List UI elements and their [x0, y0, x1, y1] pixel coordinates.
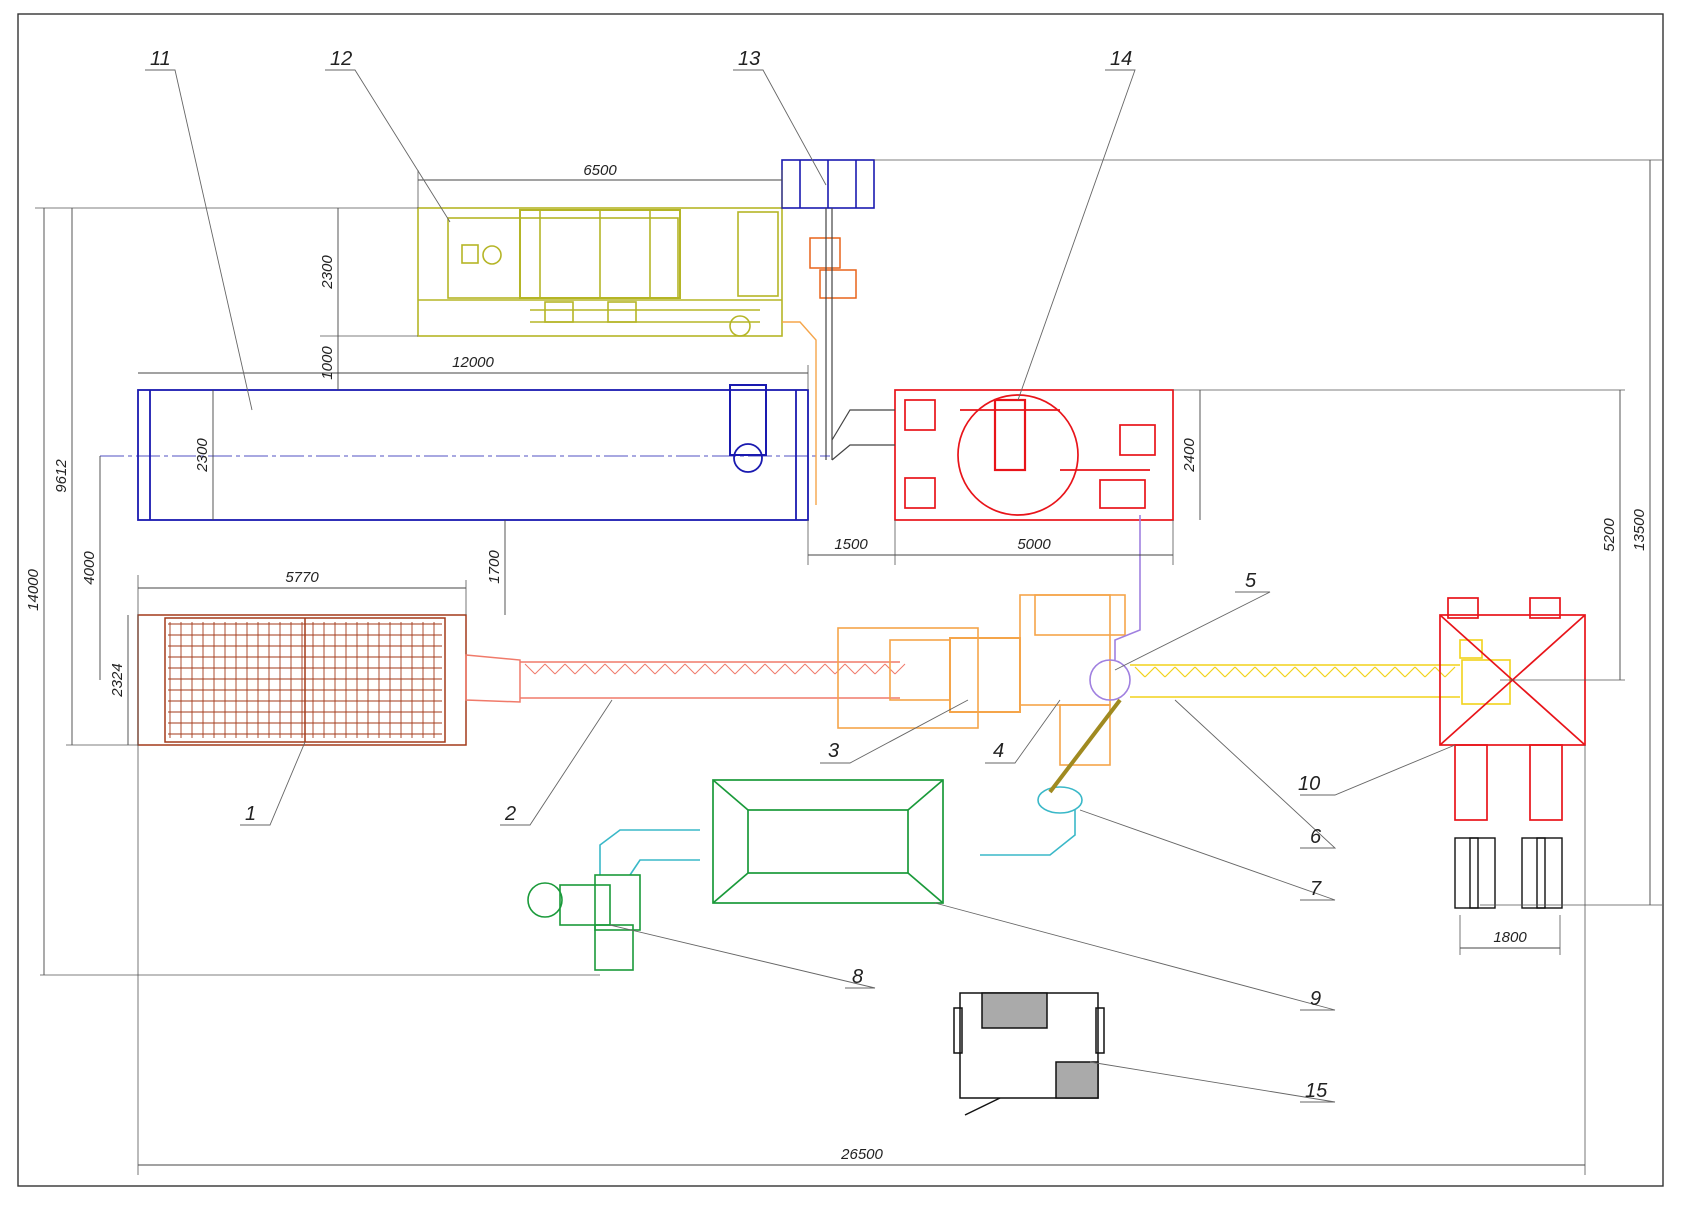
label-15: 15	[1305, 1080, 1328, 1102]
label-6: 6	[1310, 826, 1322, 848]
sheet-border	[17, 13, 1664, 1187]
dim-12000: 12000	[452, 354, 494, 371]
label-10: 10	[1298, 773, 1320, 795]
orange-pipe	[782, 321, 817, 505]
yellow-zigzag	[1134, 666, 1456, 678]
label-9: 9	[1310, 988, 1321, 1010]
dim-2324: 2324	[109, 663, 126, 697]
dim-4000: 4000	[81, 551, 98, 585]
label-14: 14	[1110, 48, 1132, 70]
dim-2300-tank: 2300	[194, 438, 211, 473]
conveyor-2	[465, 654, 900, 703]
dim-2400: 2400	[1181, 438, 1198, 473]
operator-cabin-15	[953, 992, 1105, 1116]
dim-5000: 5000	[1017, 536, 1051, 553]
dim-14000: 14000	[25, 568, 42, 610]
pipe-13	[825, 208, 833, 460]
pump-unit-13	[809, 237, 857, 299]
label-3: 3	[828, 740, 839, 762]
filter-9	[712, 779, 944, 904]
dim-6500: 6500	[583, 162, 617, 179]
stacker-10	[1439, 597, 1586, 821]
label-12: 12	[330, 48, 352, 70]
label-2: 2	[504, 803, 516, 825]
cyclone-7	[599, 786, 1083, 876]
label-1: 1	[245, 803, 256, 825]
boiler-module	[417, 207, 783, 337]
dim-1000: 1000	[319, 346, 336, 380]
extension-lines	[35, 159, 1662, 1175]
dimension-lines	[43, 160, 1651, 1166]
dim-26500: 26500	[840, 1146, 883, 1163]
dryer-3	[837, 594, 1126, 766]
dim-1800: 1800	[1493, 929, 1527, 946]
label-8: 8	[852, 966, 863, 988]
dim-13500: 13500	[1631, 508, 1648, 550]
feed-pipe-7	[1048, 698, 1122, 794]
label-7: 7	[1310, 878, 1322, 900]
label-11: 11	[150, 48, 171, 70]
label-4: 4	[993, 740, 1004, 762]
dim-5200: 5200	[1601, 518, 1618, 552]
feeder-grid	[168, 622, 442, 738]
label-13: 13	[738, 48, 760, 70]
dim-9612: 9612	[53, 459, 70, 493]
label-5: 5	[1245, 570, 1257, 592]
conveyor-zigzag	[524, 663, 906, 675]
fan-unit-13	[781, 159, 875, 209]
tank-11	[137, 384, 809, 521]
pipe-14	[831, 409, 895, 461]
dim-1500: 1500	[834, 536, 868, 553]
dim-5770: 5770	[285, 569, 319, 586]
module-14	[894, 389, 1174, 521]
fan-5	[1089, 515, 1141, 701]
pallets	[1454, 837, 1563, 909]
fan-8	[527, 874, 641, 971]
leader-lines	[145, 69, 1456, 1103]
dim-2300-top: 2300	[319, 255, 336, 290]
dim-1700: 1700	[486, 550, 503, 584]
